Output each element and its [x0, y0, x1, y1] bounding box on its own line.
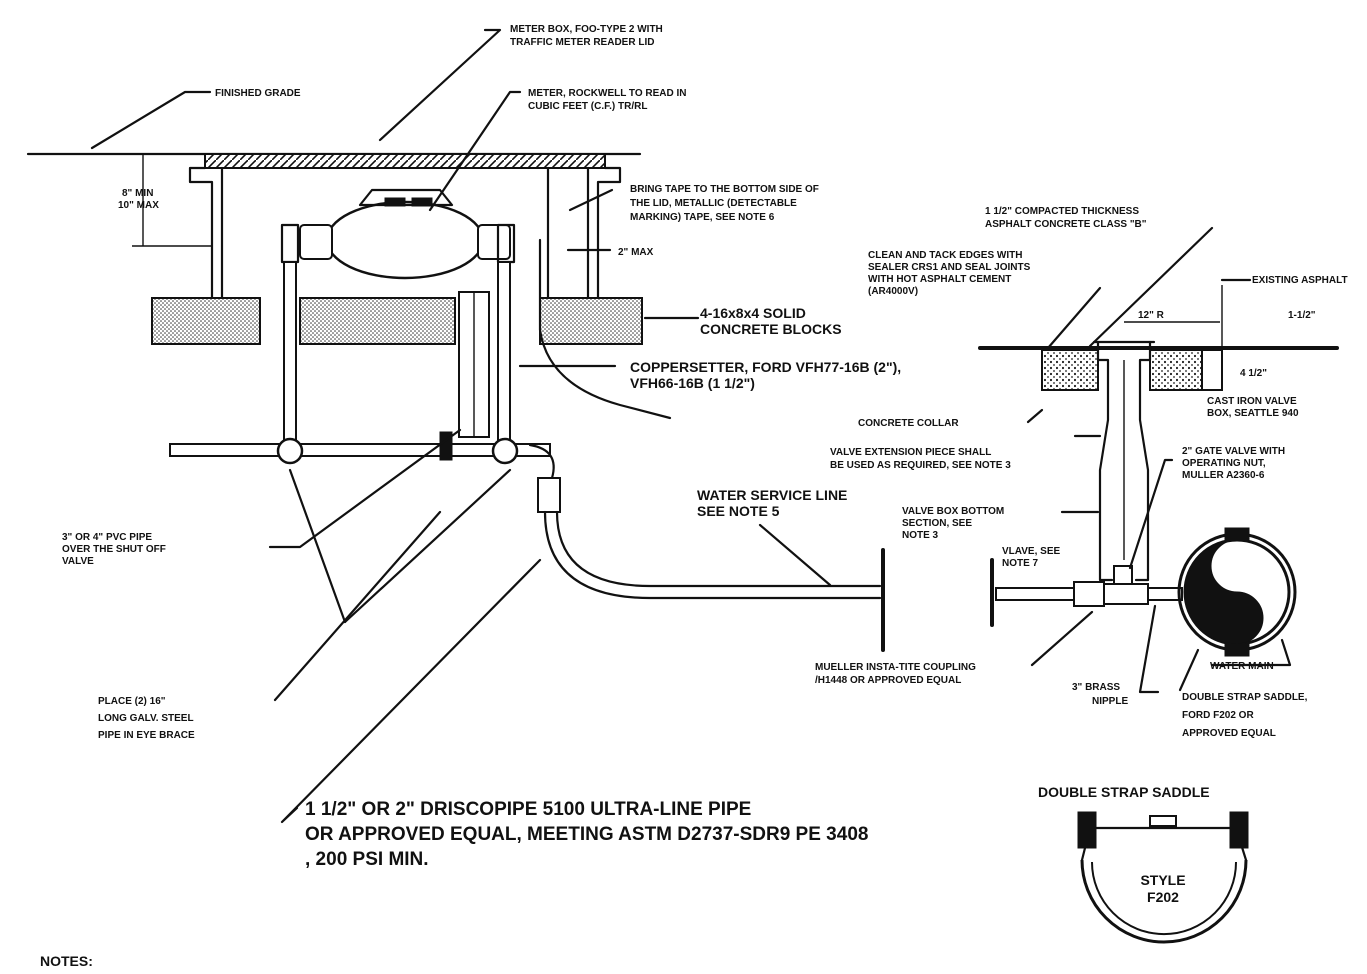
- tracer-tape: [538, 238, 672, 420]
- meter-box-lid: [204, 153, 606, 169]
- concrete-block: [151, 297, 261, 345]
- radius-label: 12" R: [1138, 310, 1165, 321]
- concrete-block: [299, 297, 456, 345]
- coppersetter-label: COPPERSETTER, FORD VFH77-16B (2"),VFH66-…: [630, 359, 901, 391]
- notes-heading: NOTES:: [40, 953, 93, 969]
- existing-asphalt-label: EXISTING ASPHALT: [1252, 275, 1348, 286]
- concrete-block: [539, 297, 643, 345]
- concrete-collar: [1041, 349, 1099, 391]
- valve-box: [1096, 340, 1114, 582]
- mueller-coupling-label: MUELLER INSTA-TITE COUPLING/H1448 OR APP…: [815, 662, 976, 686]
- saddle-title: DOUBLE STRAP SADDLE: [1038, 784, 1210, 800]
- saddle-detail: [1077, 811, 1249, 944]
- water-service-line: [543, 510, 882, 600]
- meter-box-assembly: [26, 152, 885, 652]
- two-max-label: 2" MAX: [618, 247, 654, 258]
- riser-pipe: [497, 261, 511, 443]
- driscopipe-label: 1 1/2" OR 2" DRISCOPIPE 5100 ULTRA-LINE …: [305, 799, 868, 870]
- four-half-label: 4 1/2": [1240, 368, 1267, 379]
- valve-assembly: [978, 285, 1339, 657]
- meter-box-left-wall: [188, 166, 214, 300]
- brass-nipple: [1147, 587, 1183, 601]
- saddle-bolt: [1077, 811, 1097, 849]
- water-meter: [325, 200, 485, 280]
- riser-pipe: [283, 261, 297, 443]
- water-main-label: WATER MAIN: [1210, 661, 1274, 672]
- saddle-bolt: [1229, 811, 1249, 849]
- leader-lines: [90, 28, 1292, 824]
- gate-valve: [1073, 581, 1105, 607]
- eye-brace-pipe: [169, 443, 551, 457]
- one-half-label: 1-1/2": [1288, 310, 1316, 321]
- meter-box-right-wall: [596, 166, 622, 300]
- concrete-collar-label: CONCRETE COLLAR: [858, 418, 959, 429]
- finished-grade-label: FINISHED GRADE: [215, 88, 301, 99]
